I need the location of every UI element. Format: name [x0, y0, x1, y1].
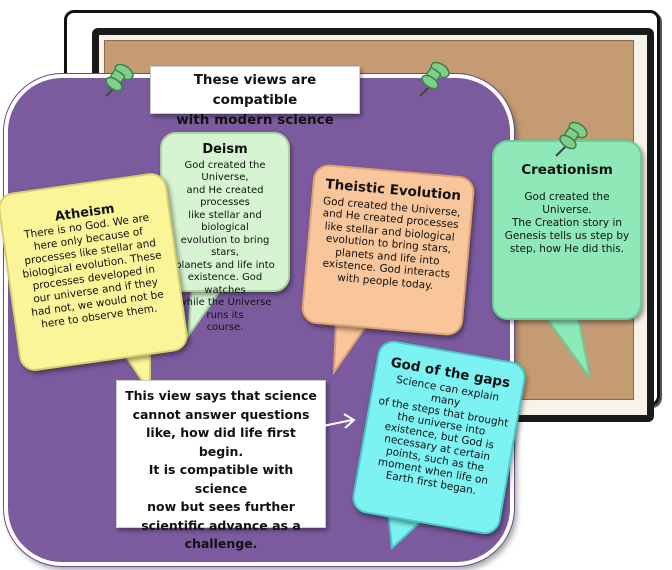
view-note: This view says that science cannot answe…	[116, 380, 326, 551]
title-note-line1: These views are compatible	[193, 72, 317, 108]
deism-line: course.	[206, 322, 244, 333]
view-note-line: like, how did life first begin.	[146, 425, 296, 459]
view-note-line: cannot answer questions	[132, 406, 310, 422]
deism-bubble: Deism God created the Universe, and He c…	[160, 132, 290, 333]
creationism-bubble: Creationism God created the Universe. Th…	[492, 140, 642, 320]
pushpin-icon	[555, 121, 588, 157]
view-note-line: challenge.	[184, 536, 258, 551]
view-note-line: now but sees further	[147, 499, 295, 514]
arrow-icon	[317, 413, 356, 429]
title-note: These views are compatible with modern s…	[150, 66, 360, 128]
pushpin-icon	[419, 61, 450, 97]
creationism-title: Creationism	[521, 162, 613, 178]
creationism-line: step, how He did this.	[509, 243, 625, 255]
title-note-line2: with modern science	[176, 112, 334, 128]
creationism-line: Genesis tells us step by	[504, 230, 630, 242]
deism-line: and He created processes	[186, 184, 264, 209]
deism-line: evolution to bring stars,	[180, 234, 270, 259]
deism-line: while the Universe runs its	[178, 297, 272, 321]
pushpin-icon	[105, 63, 134, 97]
creationism-line: The Creation story in	[511, 217, 623, 229]
deism-line: existence. God watches	[187, 272, 263, 296]
view-note-line: scientific advance as a	[141, 517, 301, 533]
deism-title: Deism	[202, 142, 248, 157]
deism-line: planets and life into	[175, 259, 275, 271]
creationism-line: God created the Universe.	[524, 191, 610, 216]
deism-line: God created the Universe,	[184, 159, 266, 184]
deism-line: like stellar and biological	[188, 209, 262, 234]
view-note-line: It is compatible with science	[148, 462, 294, 496]
view-note-line: This view says that science	[125, 388, 317, 403]
